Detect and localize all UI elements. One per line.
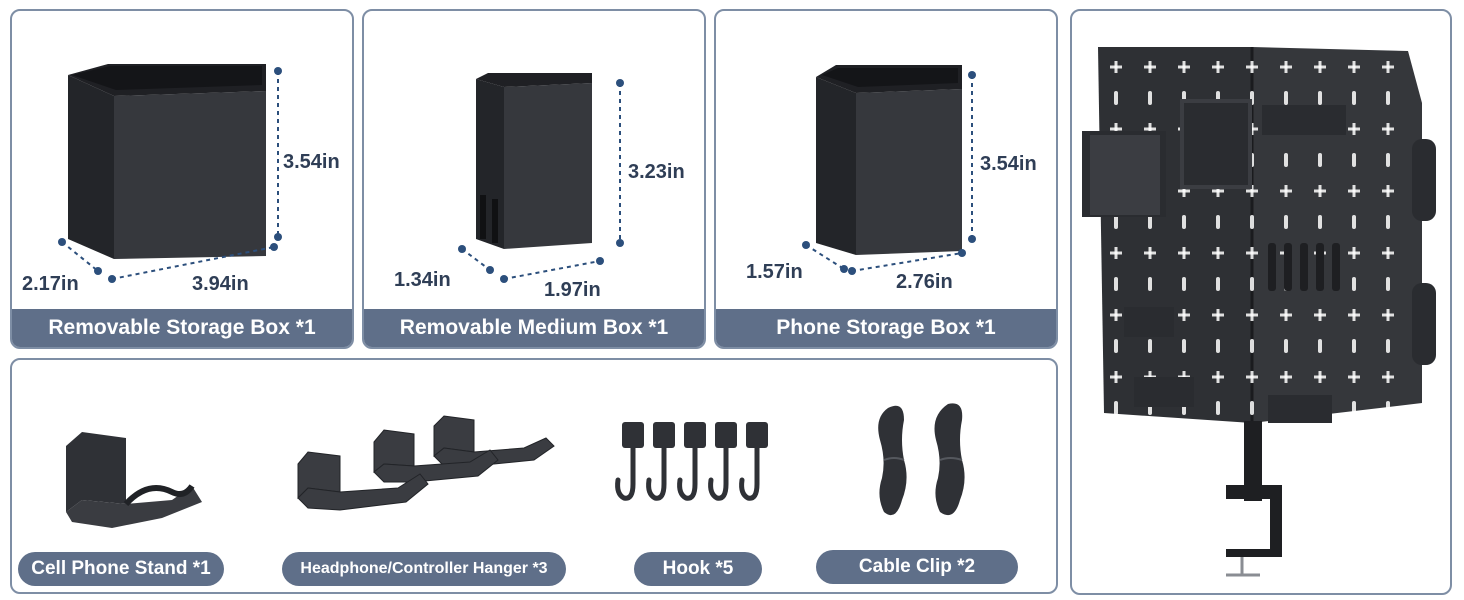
label-removable-storage-box: Removable Storage Box *1 bbox=[12, 309, 352, 347]
dim-depth: 1.57in bbox=[746, 261, 803, 283]
dim-depth: 2.17in bbox=[22, 273, 79, 295]
storage-box-illustration bbox=[58, 64, 282, 283]
dim-height: 3.54in bbox=[283, 151, 340, 173]
dim-depth: 1.34in bbox=[394, 269, 451, 291]
panel-removable-medium-box: 3.23in 1.34in 1.97in Removable Medium Bo… bbox=[362, 9, 706, 349]
panel-pegboard-assembled bbox=[1070, 9, 1452, 595]
label-hook: Hook *5 bbox=[634, 552, 762, 586]
pegboard-illustration bbox=[1082, 47, 1436, 577]
dim-width: 2.76in bbox=[896, 271, 953, 293]
hook-2 bbox=[653, 422, 675, 448]
label-phone-storage-box: Phone Storage Box *1 bbox=[716, 309, 1056, 347]
headphone-hanger-illustration bbox=[297, 415, 555, 511]
hook-3 bbox=[684, 422, 706, 448]
dim-width: 3.94in bbox=[192, 273, 249, 295]
label-cell-phone-stand: Cell Phone Stand *1 bbox=[18, 552, 224, 586]
hook-5 bbox=[746, 422, 768, 448]
cable-clips-illustration bbox=[878, 403, 965, 516]
dim-height: 3.54in bbox=[980, 153, 1037, 175]
panel-accessories: Cell Phone Stand *1 Headphone/Controller… bbox=[10, 358, 1058, 594]
hook-1 bbox=[622, 422, 644, 448]
label-headphone-controller-hanger: Headphone/Controller Hanger *3 bbox=[282, 552, 566, 586]
hooks-illustration bbox=[615, 422, 768, 501]
medium-box-illustration bbox=[458, 73, 624, 283]
label-cable-clip: Cable Clip *2 bbox=[816, 550, 1018, 584]
panel-phone-storage-box: 3.54in 1.57in 2.76in Phone Storage Box *… bbox=[714, 9, 1058, 349]
label-removable-medium-box: Removable Medium Box *1 bbox=[364, 309, 704, 347]
phone-box-illustration bbox=[802, 65, 976, 275]
dim-height: 3.23in bbox=[628, 161, 685, 183]
cell-phone-stand-illustration bbox=[66, 432, 202, 528]
hook-4 bbox=[715, 422, 737, 448]
panel-removable-storage-box: 3.54in 2.17in 3.94in Removable Storage B… bbox=[10, 9, 354, 349]
dim-width: 1.97in bbox=[544, 279, 601, 301]
